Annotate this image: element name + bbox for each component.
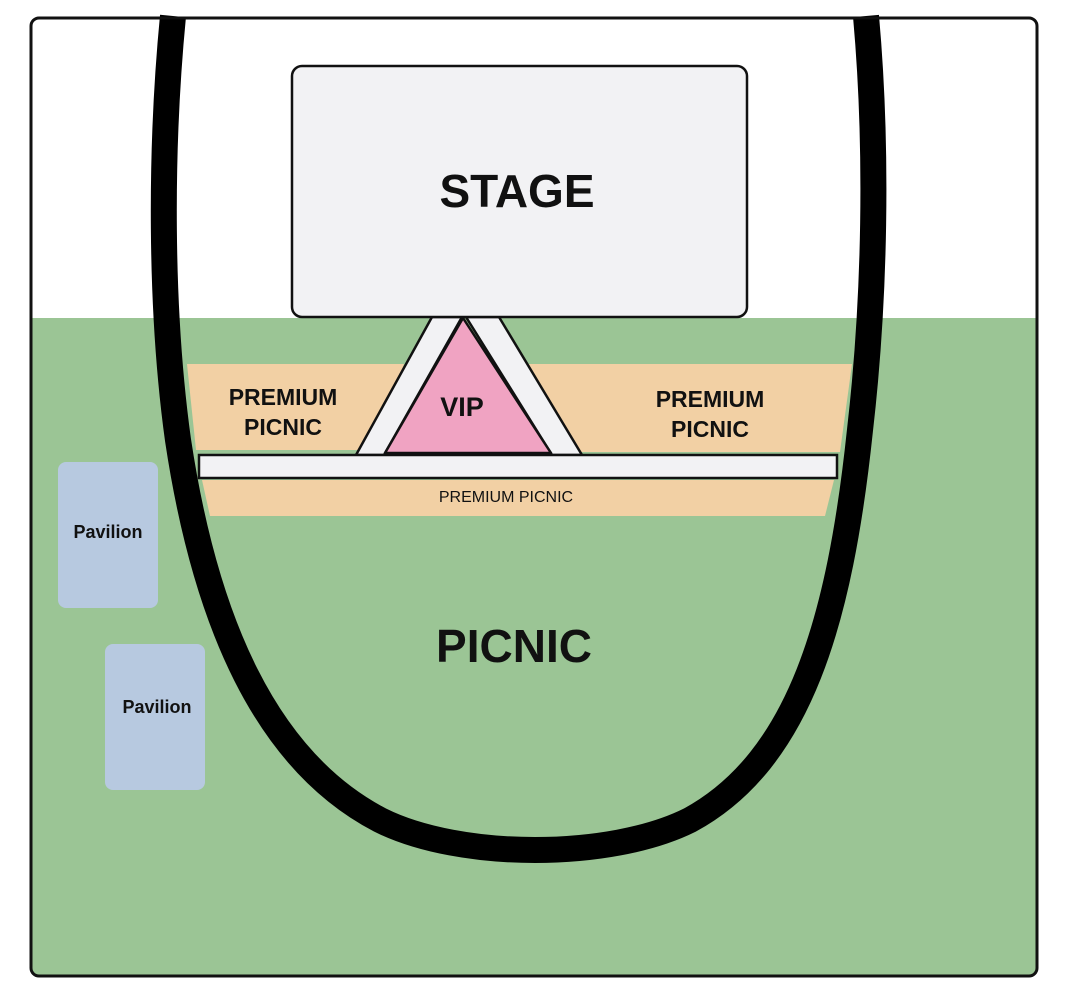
vip-label: VIP — [440, 392, 484, 422]
pavilion-2[interactable] — [105, 644, 205, 790]
stage-label: STAGE — [439, 165, 594, 217]
premium-picnic-right-zone[interactable] — [526, 364, 852, 452]
pavilion-2-label: Pavilion — [122, 697, 191, 717]
premium-picnic-left-zone[interactable] — [187, 364, 404, 450]
track-path — [150, 14, 887, 863]
premium-strip-label: PREMIUM PICNIC — [439, 489, 573, 506]
premium-right-label-line2: PICNIC — [671, 416, 749, 442]
stage-block[interactable] — [290, 64, 749, 319]
premium-picnic-strip-zone[interactable] — [202, 480, 834, 516]
map-frame — [29, 16, 1039, 978]
premium-right-label-line1: PREMIUM — [656, 386, 765, 412]
vip-zone[interactable] — [383, 316, 553, 455]
premium-left-label-line2: PICNIC — [244, 414, 322, 440]
pavilion-1[interactable] — [58, 462, 158, 608]
premium-left-label-line1: PREMIUM — [229, 384, 338, 410]
picnic-label: PICNIC — [436, 620, 592, 672]
pavilion-1-label: Pavilion — [73, 522, 142, 542]
walkway-strip — [197, 453, 839, 480]
